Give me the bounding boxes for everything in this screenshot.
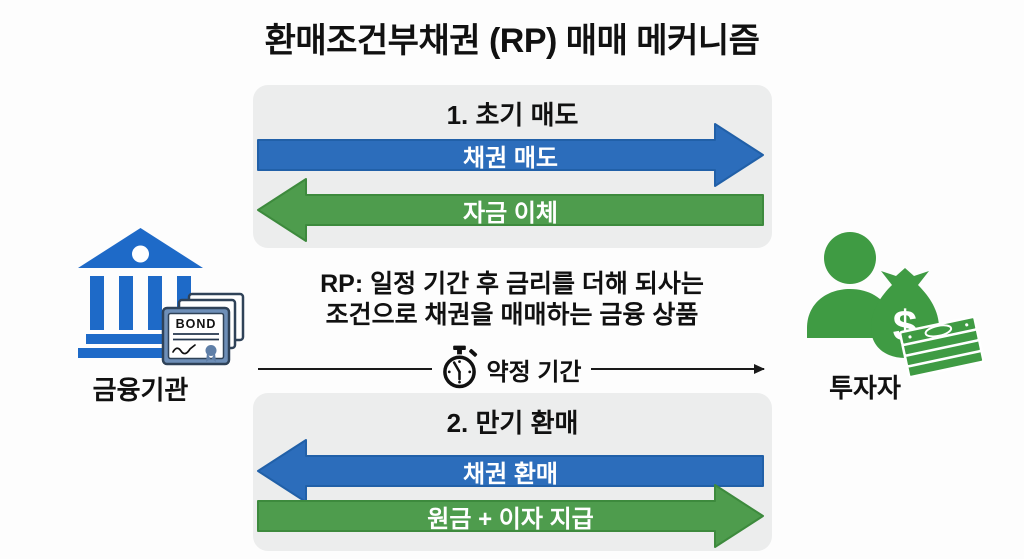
bond-repurchase-arrow-left: 채권 환매 <box>257 439 764 503</box>
left-arrow-icon <box>257 178 764 242</box>
principal-interest-label: 원금 + 이자 지급 <box>427 505 594 533</box>
rp-description: RP: 일정 기간 후 금리를 더해 되사는 조건으로 채권을 매매하는 금융 … <box>262 269 762 331</box>
fund-transfer-arrow-left: 자금 이체 <box>257 178 764 242</box>
bond-repurchase-label: 채권 환매 <box>463 460 558 488</box>
timeline-line-left <box>258 367 432 371</box>
left-arrow-icon <box>257 439 764 503</box>
financial-institution-label: 금융기관 <box>92 375 189 405</box>
phase2-maturity-repurchase-box: 2. 만기 환매 채권 환매 원금 + 이자 지급 <box>253 393 772 551</box>
right-arrow-icon <box>257 484 764 548</box>
phase2-heading: 2. 만기 환매 <box>446 408 579 438</box>
rp-description-line1: RP: 일정 기간 후 금리를 더해 되사는 <box>320 270 704 298</box>
agreement-period-label: 약정 기간 <box>486 358 582 386</box>
diagram-title: 환매조건부채권 (RP) 매매 메커니즘 <box>264 22 760 60</box>
phase1-initial-sale-box: 1. 초기 매도 채권 매도 자금 이체 <box>253 85 772 248</box>
bond-sale-arrow-right: 채권 매도 <box>257 123 764 187</box>
timeline-line-right-arrow <box>590 367 764 371</box>
agreement-period-timeline: 약정 기간 <box>258 345 764 389</box>
investor-entity: $ 투자자 <box>795 228 1010 403</box>
bond-sale-label: 채권 매도 <box>463 144 558 172</box>
fund-transfer-label: 자금 이체 <box>463 199 558 227</box>
rp-description-line2: 조건으로 채권을 매매하는 금융 상품 <box>325 301 699 329</box>
stopwatch-icon <box>442 345 477 388</box>
investor-label: 투자자 <box>829 373 901 403</box>
bond-seal <box>205 345 217 362</box>
cash-stack-icon <box>898 315 985 379</box>
principal-interest-arrow-right: 원금 + 이자 지급 <box>257 484 764 548</box>
financial-institution-entity: BOND 금융기관 <box>68 226 263 405</box>
bond-text: BOND <box>176 317 217 331</box>
phase1-heading: 1. 초기 매도 <box>446 100 579 130</box>
right-arrow-icon <box>257 123 764 187</box>
bond-certificate-icon: BOND <box>161 292 245 366</box>
